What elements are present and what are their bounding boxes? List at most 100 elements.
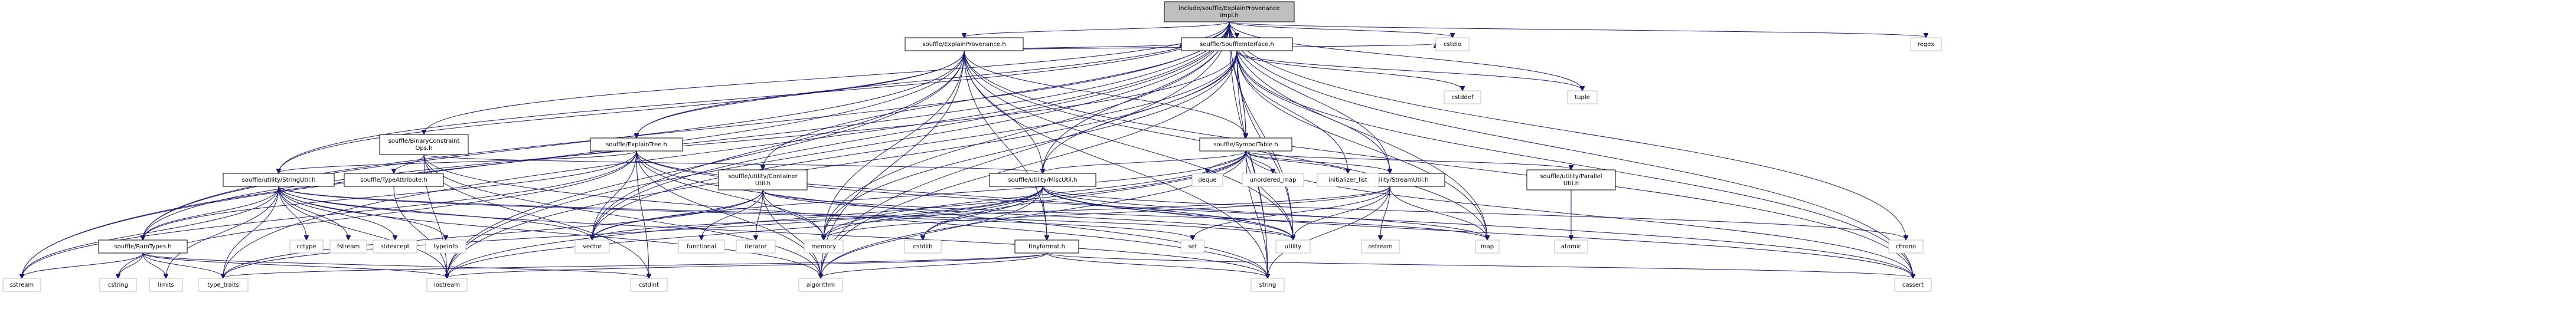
- node-label: limits: [158, 282, 174, 288]
- node-label: cstdio: [1444, 41, 1461, 48]
- node-box: [904, 239, 942, 254]
- dependency-edge: [423, 154, 821, 278]
- dependency-edge: [423, 154, 1043, 173]
- node-box: [1242, 173, 1304, 187]
- node-label: Ops.h: [416, 145, 433, 152]
- node-souffleIface[interactable]: souffle/SouffleInterface.h: [1181, 37, 1293, 51]
- node-cstdlib: cstdlib: [904, 239, 942, 254]
- node-label: Impl.h: [1220, 12, 1238, 19]
- dependency-edge: [1042, 186, 1047, 239]
- node-strUtil[interactable]: souffle/utility/StringUtil.h: [223, 173, 335, 187]
- node-box: [289, 239, 324, 254]
- dependency-edge: [923, 150, 1246, 239]
- node-stdexcept: stdexcept: [373, 239, 417, 254]
- dependency-edge: [1042, 186, 1913, 278]
- node-label: souffle/SouffleInterface.h: [1200, 41, 1274, 48]
- node-box: [1180, 239, 1205, 254]
- dependency-edge: [278, 186, 1193, 239]
- dependency-edge: [278, 186, 447, 278]
- node-chrono: chrono: [1888, 239, 1924, 254]
- node-label: souffle/utility/Parallel: [1540, 173, 1602, 180]
- node-memory: memory: [804, 239, 844, 254]
- dependency-edge: [821, 50, 1238, 278]
- node-limits: limits: [149, 278, 183, 292]
- node-box: [630, 278, 668, 292]
- dependency-edge: [1245, 150, 1268, 278]
- dependency-edge: [166, 186, 279, 278]
- dependency-edge: [964, 50, 1047, 239]
- node-explainTree[interactable]: souffle/ExplainTree.h: [590, 137, 683, 152]
- dependency-edge: [1229, 21, 1913, 278]
- dependency-edge: [1268, 186, 1390, 278]
- node-box: [574, 239, 610, 254]
- node-box: [1275, 239, 1311, 254]
- node-label: unordered_map: [1250, 177, 1297, 183]
- node-label: souffle/utility/MiscUtil.h: [1008, 177, 1077, 183]
- dependency-edge: [964, 50, 1246, 137]
- node-sstream: sstream: [2, 278, 41, 292]
- node-tuple: tuple: [1567, 90, 1598, 104]
- node-label: cctype: [296, 244, 316, 250]
- dependency-edge: [279, 150, 637, 173]
- node-label: tinyformat.h: [1029, 244, 1065, 250]
- node-map: map: [1475, 239, 1500, 254]
- dependency-edge: [821, 186, 1043, 278]
- node-box: [905, 37, 1024, 51]
- dependency-edge: [278, 186, 821, 278]
- dependency-edge: [143, 50, 1238, 239]
- node-label: souffle/SymbolTable.h: [1213, 142, 1278, 148]
- dependency-edge: [278, 186, 348, 239]
- dependency-edge: [1229, 21, 1926, 37]
- node-label: map: [1481, 244, 1494, 250]
- dependency-edge: [762, 189, 1487, 239]
- node-box: [99, 278, 137, 292]
- node-iostream: iostream: [426, 278, 468, 292]
- dependency-edge: [1245, 150, 1293, 239]
- node-typeAttr[interactable]: souffle/TypeAttribute.h: [344, 173, 444, 187]
- node-symTable[interactable]: souffle/SymbolTable.h: [1199, 137, 1292, 152]
- dependency-edge: [964, 21, 1230, 37]
- dependency-edge: [22, 50, 965, 278]
- dependency-edge: [821, 21, 1230, 278]
- dependency-edge: [142, 252, 649, 278]
- dependency-edge: [423, 154, 649, 278]
- node-label: souffle/RamTypes.h: [114, 244, 171, 250]
- node-ramTypes[interactable]: souffle/RamTypes.h: [98, 239, 188, 254]
- node-box: [425, 239, 466, 254]
- node-label: include/souffle/ExplainProvenance: [1178, 5, 1279, 12]
- dependency-edge: [22, 252, 143, 278]
- dependency-edge: [1042, 186, 1293, 239]
- node-label: functional: [687, 244, 716, 250]
- node-tinyformat[interactable]: tinyformat.h: [1014, 239, 1079, 254]
- dependency-edge: [923, 186, 1043, 239]
- node-box: [1435, 37, 1470, 51]
- node-box: [736, 239, 776, 254]
- node-label: cstring: [108, 282, 128, 288]
- node-deque: deque: [1191, 173, 1223, 187]
- node-label: vector: [583, 244, 602, 250]
- dependency-edge: [142, 252, 447, 278]
- dependency-edge: [1245, 150, 1348, 173]
- node-explainProv[interactable]: souffle/ExplainProvenance.h: [905, 37, 1024, 51]
- node-miscUtil[interactable]: souffle/utility/MiscUtil.h: [989, 173, 1096, 187]
- node-box: [1014, 239, 1079, 254]
- node-box: [198, 278, 249, 292]
- node-label: set: [1188, 244, 1197, 250]
- node-box: [1164, 1, 1295, 22]
- node-box: [1444, 90, 1481, 104]
- dependency-edge: [824, 186, 1390, 239]
- dependency-edge: [1245, 150, 1571, 169]
- node-label: iterator: [745, 244, 767, 250]
- dependency-edge: [1236, 50, 1268, 278]
- dependency-edge: [279, 50, 965, 173]
- node-label: type_traits: [207, 282, 239, 288]
- node-set: set: [1180, 239, 1205, 254]
- dependency-edge: [447, 186, 1043, 278]
- dependency-edge: [1236, 50, 1582, 90]
- node-label: tuple: [1575, 94, 1590, 101]
- node-initializer_list: initializer_list: [1317, 173, 1379, 187]
